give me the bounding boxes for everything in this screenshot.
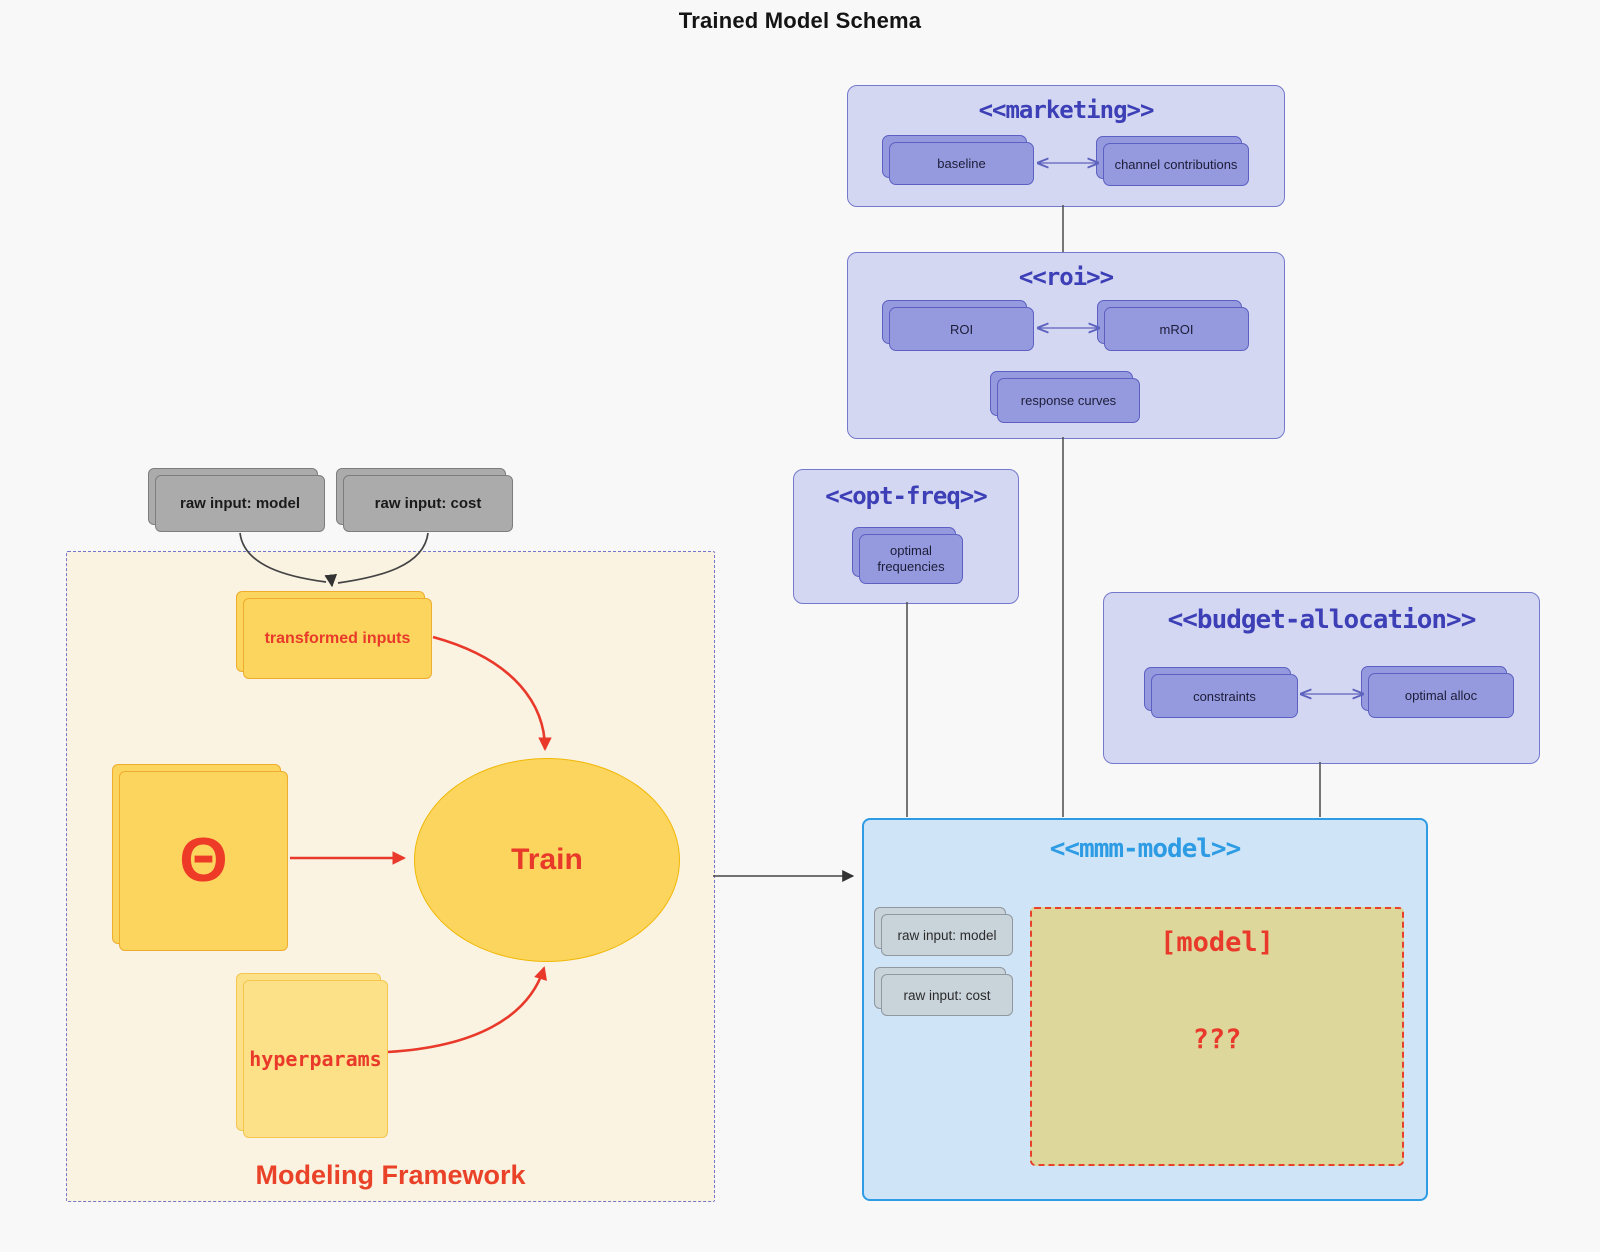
card-constraints: constraints (1144, 667, 1298, 718)
package-roi: <<roi>> ROI mROI response curves (847, 252, 1285, 439)
train-label: Train (511, 843, 583, 876)
card-baseline: baseline (882, 135, 1034, 185)
page-title: Trained Model Schema (678, 8, 922, 33)
card-transformed-inputs: transformed inputs (236, 591, 432, 679)
card-label: hyperparams (249, 1047, 382, 1071)
card-label: ROI (949, 321, 974, 337)
train-node: Train (414, 758, 680, 962)
package-marketing: <<marketing>> baseline channel contribut… (847, 85, 1285, 207)
card-label: raw input: model (897, 927, 997, 943)
card-label: mROI (1159, 321, 1194, 337)
model-label: [model] (1160, 927, 1274, 958)
card-raw-input-model: raw input: model (148, 468, 325, 532)
card-mroi: mROI (1097, 300, 1249, 351)
package-opt-freq-title: <<opt-freq>> (825, 482, 987, 510)
modeling-framework-box: Modeling Framework transformed inputs Θ … (66, 551, 715, 1202)
modeling-framework-label: Modeling Framework (255, 1160, 526, 1190)
card-roi: ROI (882, 300, 1034, 351)
card-optimal-alloc: optimal alloc (1361, 666, 1514, 718)
card-label: channel contributions (1114, 157, 1238, 172)
package-budget-allocation: <<budget-allocation>> constraints optima… (1103, 592, 1540, 764)
model-placeholder-box: [model] ??? (1030, 907, 1404, 1166)
package-roi-title: <<roi>> (1018, 263, 1114, 291)
card-channel-contributions: channel contributions (1096, 136, 1249, 186)
card-label: constraints (1193, 688, 1256, 704)
card-raw-input-cost: raw input: cost (336, 468, 513, 532)
card-optimal-frequencies: optimal frequencies (852, 527, 963, 584)
card-label: transformed inputs (264, 629, 411, 647)
card-raw-input-cost-inner: raw input: cost (874, 967, 1013, 1016)
card-response-curves: response curves (990, 371, 1140, 423)
card-label: raw input: model (180, 495, 300, 512)
card-label: optimal frequencies (877, 542, 945, 574)
package-mmm-model-title: <<mmm-model>> (1049, 834, 1242, 864)
model-unknown-text: ??? (1192, 1024, 1242, 1055)
card-label: raw input: cost (374, 495, 482, 512)
card-theta: Θ (112, 764, 288, 951)
card-label: baseline (937, 156, 986, 171)
card-hyperparams: hyperparams (236, 973, 388, 1138)
package-marketing-title: <<marketing>> (978, 96, 1155, 124)
card-label: raw input: cost (903, 987, 991, 1003)
card-label: optimal alloc (1404, 688, 1478, 703)
theta-symbol: Θ (179, 826, 228, 895)
card-raw-input-model-inner: raw input: model (874, 907, 1013, 956)
card-label: response curves (1020, 393, 1117, 408)
package-mmm-model: <<mmm-model>> raw input: model raw input… (862, 818, 1428, 1201)
package-opt-freq: <<opt-freq>> optimal frequencies (793, 469, 1019, 604)
package-budget-allocation-title: <<budget-allocation>> (1167, 605, 1477, 635)
